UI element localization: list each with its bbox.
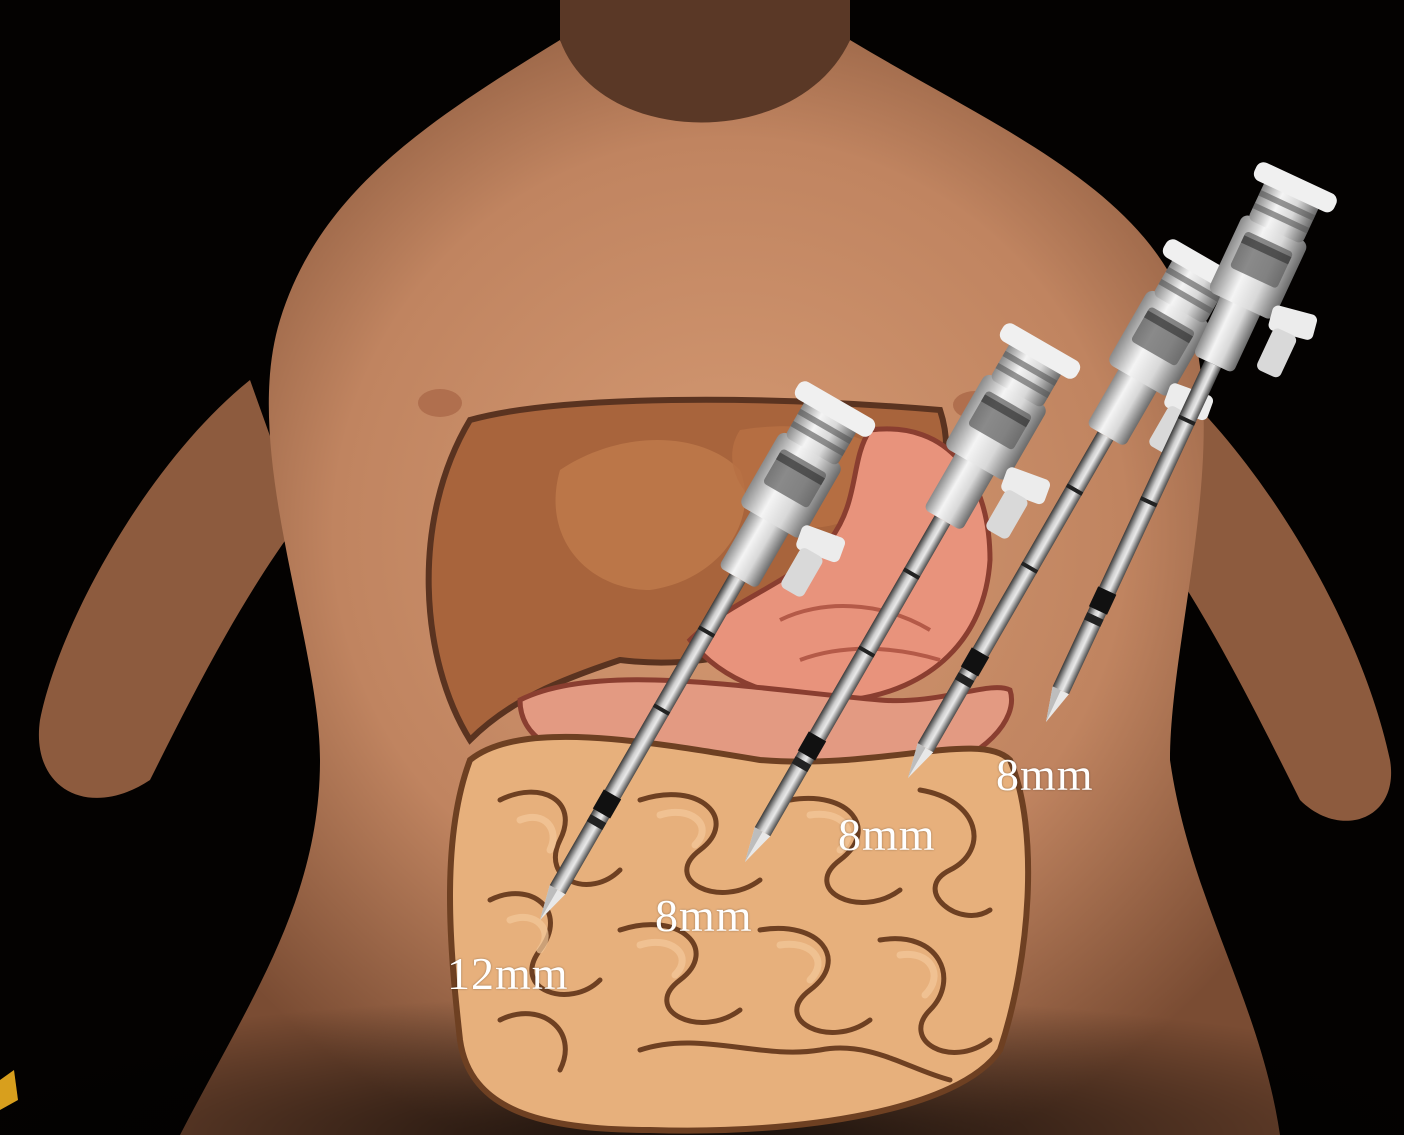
port-label-12mm: 12mm	[447, 951, 569, 997]
port-label-8mm-left: 8mm	[655, 893, 753, 939]
port-label-8mm-right: 8mm	[996, 752, 1094, 798]
port-label-8mm-middle: 8mm	[838, 812, 936, 858]
